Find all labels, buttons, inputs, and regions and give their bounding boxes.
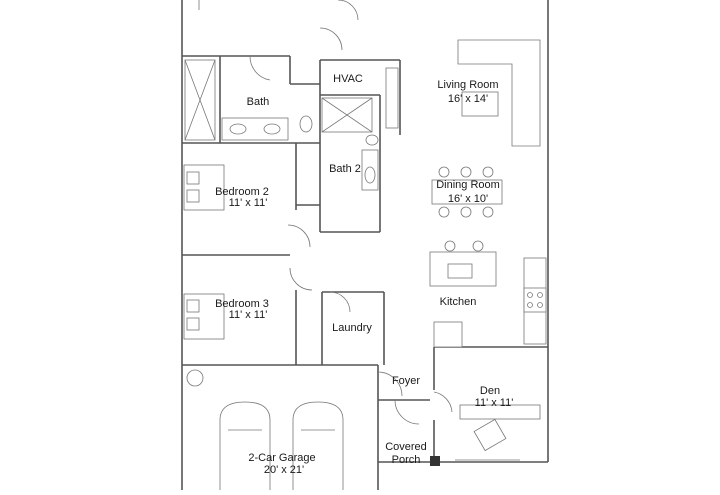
dining-room-label: Dining Room: [436, 179, 500, 191]
den-size: 11' x 11': [475, 397, 514, 409]
living-furniture: [431, 39, 541, 218]
interior-walls: [182, 55, 548, 463]
dining-table-icon: [431, 179, 503, 205]
bath2-toilet-icon: [365, 134, 379, 146]
porch-label: Covered: [385, 441, 427, 453]
garage-size: 20' x 21': [264, 464, 304, 476]
pillow-icon: [186, 299, 200, 313]
den-chair-icon: [473, 418, 507, 452]
den-label: Den: [480, 385, 500, 397]
door-swings: [249, 0, 453, 425]
hvac-unit-icon: [385, 67, 399, 129]
bedroom2-label: Bedroom 2: [215, 186, 269, 198]
bath2-label: Bath 2: [329, 163, 361, 175]
den-desk-icon: [459, 404, 541, 420]
cooktop-icon: [523, 287, 547, 313]
living-room-label: Living Room: [437, 79, 498, 91]
pillow-icon: [186, 317, 200, 331]
kitchen-fixtures: [429, 240, 547, 348]
bath-fixtures: [184, 59, 399, 191]
car-icon: [219, 401, 271, 490]
bedroom3-size: 11' x 11': [229, 309, 268, 321]
bedroom3-label: Bedroom 3: [215, 298, 269, 310]
sink-icon: [229, 123, 247, 135]
garage-fixtures: [186, 369, 440, 490]
exterior-walls: [181, 0, 549, 490]
sectional-sofa-icon: [457, 39, 541, 147]
vanity-icon: [221, 117, 289, 141]
pillow-icon: [186, 171, 200, 185]
dining-room-size: 16' x 10': [448, 193, 488, 205]
porch-light-icon: [430, 456, 440, 466]
porch-label-line2: Porch: [392, 454, 421, 466]
coffee-table-icon: [461, 91, 499, 117]
living-room-size: 16' x 14': [448, 93, 488, 105]
foyer-label: Foyer: [392, 375, 420, 387]
bedroom-fixtures: [183, 0, 225, 340]
kitchen-label: Kitchen: [440, 296, 477, 308]
pillow-icon: [186, 189, 200, 203]
room-labels: HVAC Bath Living Room 16' x 14' Bath 2 B…: [215, 73, 513, 476]
kitchen-sink-icon: [447, 263, 473, 279]
hvac-label: HVAC: [333, 73, 363, 85]
bedroom2-size: 11' x 11': [229, 197, 268, 209]
water-heater-icon: [186, 369, 204, 387]
garage-label: 2-Car Garage: [248, 452, 315, 464]
laundry-label: Laundry: [332, 322, 372, 334]
toilet-icon: [299, 115, 313, 133]
fridge-icon: [433, 321, 463, 348]
bath-label: Bath: [247, 96, 270, 108]
sink-icon: [263, 123, 281, 135]
bath2-sink-icon: [364, 166, 376, 184]
den-furniture: [455, 404, 541, 461]
car-icon: [292, 401, 344, 490]
